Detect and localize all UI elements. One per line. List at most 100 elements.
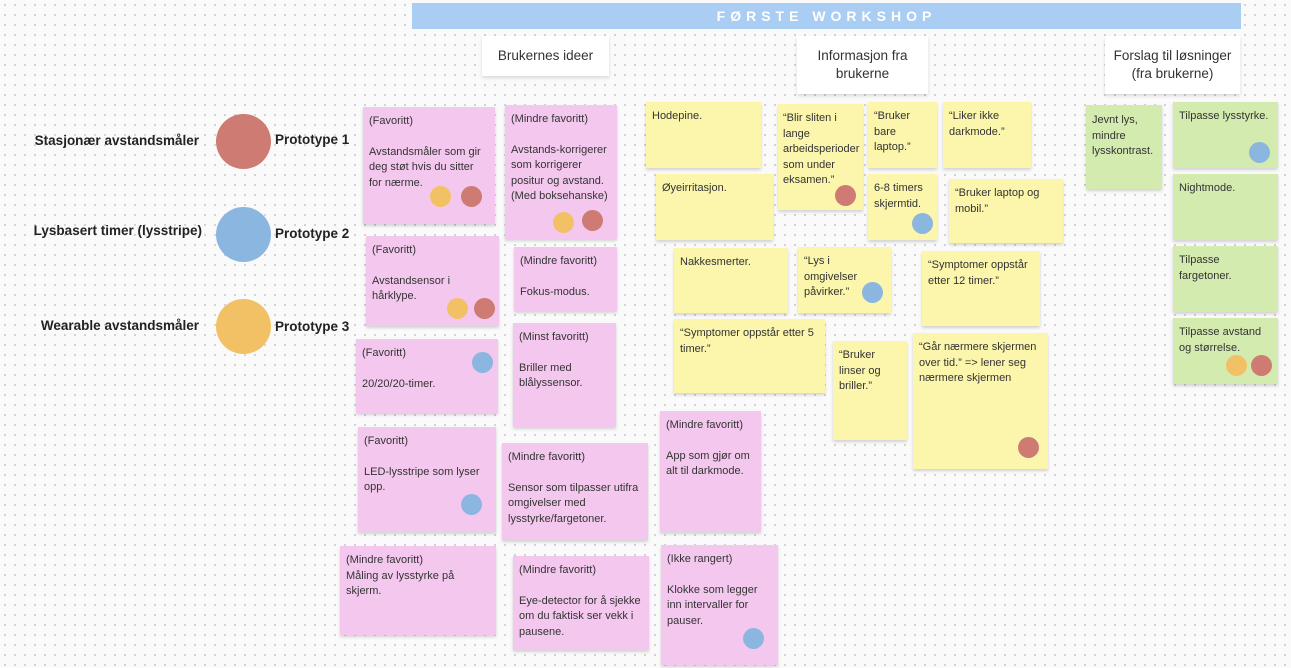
vote-dot-red [835,185,856,206]
idea-note[interactable]: (Ikke rangert) Klokke som legger inn int… [661,545,778,665]
idea-note[interactable]: (Mindre favoritt) Avstands-korrigerer so… [505,105,617,239]
idea-text: 20/20/20-timer. [362,377,436,390]
idea-text: Briller med blålyssensor. [519,361,583,390]
info-text: “Lys i omgivelser påvirker.” [804,255,858,298]
idea-note[interactable]: (Favoritt) Avstandsmåler som gir deg stø… [363,107,495,224]
vote-dot-red [1018,437,1039,458]
prototype-3-color-dot [216,299,271,354]
idea-tag: (Ikke rangert) [667,553,733,565]
info-note[interactable]: “Liker ikke darkmode.” [943,102,1031,168]
vote-dot-orange [553,212,574,233]
column-header-info: Informasjon fra brukerne [797,36,928,94]
idea-text: Sensor som tilpasser utifra omgivelser m… [508,481,639,525]
row-label-wearable: Wearable avstandsmåler [40,318,199,333]
idea-tag: (Favoritt) [369,115,413,127]
solution-text: Tilpasse fargetoner. [1179,254,1232,282]
info-text: “Symptomer oppstår etter 12 timer.” [928,259,1028,287]
idea-tag: (Mindre favoritt) [511,113,589,125]
info-note[interactable]: “Symptomer oppstår etter 5 timer.” [674,319,825,393]
idea-note[interactable]: (Mindre favoritt) App som gjør om alt ti… [660,411,761,532]
info-note[interactable]: Hodepine. [646,102,761,168]
idea-text: Fokus-modus. [520,285,590,298]
idea-tag: (Mindre favoritt) [666,419,744,431]
info-note[interactable]: “Blir sliten i lange arbeidsperioder som… [778,104,863,210]
vote-dot-blue [862,282,883,303]
solution-note[interactable]: Tilpasse avstand og størrelse. [1173,318,1278,384]
solution-text: Tilpasse lysstyrke. [1179,110,1269,122]
info-text: “Liker ikke darkmode.” [949,110,1005,138]
column-header-solutions: Forslag til løsninger (fra brukerne) [1105,36,1240,94]
idea-text: Klokke som legger inn intervaller for pa… [667,583,758,627]
vote-dot-blue [743,628,764,649]
info-note[interactable]: “Symptomer oppstår etter 12 timer.” [922,251,1040,326]
info-text: “Symptomer oppstår etter 5 timer.” [680,327,814,355]
solution-note[interactable]: Tilpasse fargetoner. [1173,246,1278,312]
solution-text: Jevnt lys, mindre lysskontrast. [1092,114,1154,157]
vote-dot-orange [447,298,468,319]
info-text: Hodepine. [652,110,703,122]
info-text: “Bruker linser og briller.” [839,349,881,392]
info-text: 6-8 timers skjermtid. [874,182,923,210]
info-note[interactable]: “Bruker bare laptop.” [868,102,937,168]
idea-text: LED-lysstripe som lyser opp. [364,465,480,494]
vote-dot-blue [472,352,493,373]
prototype-2-color-dot [216,207,271,262]
idea-text: Avstands-korrigerer som korrigerer posit… [511,143,608,203]
idea-text: Avstandsensor i hårklype. [372,274,451,303]
info-note[interactable]: “Lys i omgivelser påvirker.” [798,247,891,313]
prototype-1-label: Prototype 1 [275,132,350,147]
solution-note[interactable]: Nightmode. [1173,174,1278,240]
idea-note[interactable]: (Favoritt) Avstandsensor i hårklype. [366,236,499,326]
info-text: “Blir sliten i lange arbeidsperioder som… [783,112,860,186]
prototype-1-color-dot [216,114,271,169]
idea-tag: (Mindre favoritt) [519,564,597,576]
solution-text: Tilpasse avstand og størrelse. [1179,326,1262,354]
workshop-banner: FØRSTE WORKSHOP [412,3,1241,29]
idea-tag: (Mindre favoritt) [520,255,598,267]
idea-text: Eye-detector for å sjekke om du faktisk … [519,594,641,638]
idea-tag: (Favoritt) [362,347,406,359]
idea-note[interactable]: (Minst favoritt) Briller med blålyssenso… [513,323,616,427]
vote-dot-orange [1226,355,1247,376]
idea-note[interactable]: (Mindre favoritt) Fokus-modus. [514,247,617,311]
prototype-3-label: Prototype 3 [275,319,350,334]
idea-note[interactable]: (Favoritt) 20/20/20-timer. [356,339,498,413]
info-note[interactable]: “Bruker laptop og mobil.” [949,179,1063,243]
info-note[interactable]: Øyeirritasjon. [656,174,773,240]
row-label-stationary: Stasjonær avstandsmåler [34,133,199,148]
idea-text: App som gjør om alt til darkmode. [666,449,750,478]
solution-text: Nightmode. [1179,182,1236,194]
info-note[interactable]: “Bruker linser og briller.” [833,341,907,440]
idea-tag: (Favoritt) [372,244,416,256]
idea-note[interactable]: (Favoritt) LED-lysstripe som lyser opp. [358,427,496,532]
vote-dot-red [474,298,495,319]
info-text: “Bruker laptop og mobil.” [955,187,1040,215]
vote-dot-red [461,186,482,207]
vote-dot-blue [1249,142,1270,163]
idea-note[interactable]: (Mindre favoritt) Måling av lysstyrke på… [340,546,496,635]
vote-dot-red [1251,355,1272,376]
info-text: “Bruker bare laptop.” [874,110,911,153]
idea-tag: (Minst favoritt) [519,331,589,343]
idea-tag: (Mindre favoritt) [508,451,586,463]
column-header-ideas: Brukernes ideer [482,36,609,76]
info-text: “Går nærmere skjermen over tid.” => lene… [919,341,1037,384]
info-note[interactable]: “Går nærmere skjermen over tid.” => lene… [913,333,1048,469]
solution-note[interactable]: Jevnt lys, mindre lysskontrast. [1086,105,1162,189]
idea-tag: (Mindre favoritt) [346,554,424,566]
info-note[interactable]: 6-8 timers skjermtid. [868,174,937,240]
info-note[interactable]: Nakkesmerter. [674,248,788,313]
idea-tag: (Favoritt) [364,435,408,447]
idea-text: Avstandsmåler som gir deg støt hvis du s… [369,145,481,189]
idea-note[interactable]: (Mindre favoritt) Eye-detector for å sje… [513,556,649,650]
prototype-2-label: Prototype 2 [275,226,350,241]
info-text: Nakkesmerter. [680,256,751,268]
vote-dot-blue [912,213,933,234]
idea-note[interactable]: (Mindre favoritt) Sensor som tilpasser u… [502,443,648,540]
solution-note[interactable]: Tilpasse lysstyrke. [1173,102,1278,168]
vote-dot-orange [430,186,451,207]
info-text: Øyeirritasjon. [662,182,727,194]
vote-dot-red [582,210,603,231]
idea-text: Måling av lysstyrke på skjerm. [346,569,455,598]
vote-dot-blue [461,494,482,515]
